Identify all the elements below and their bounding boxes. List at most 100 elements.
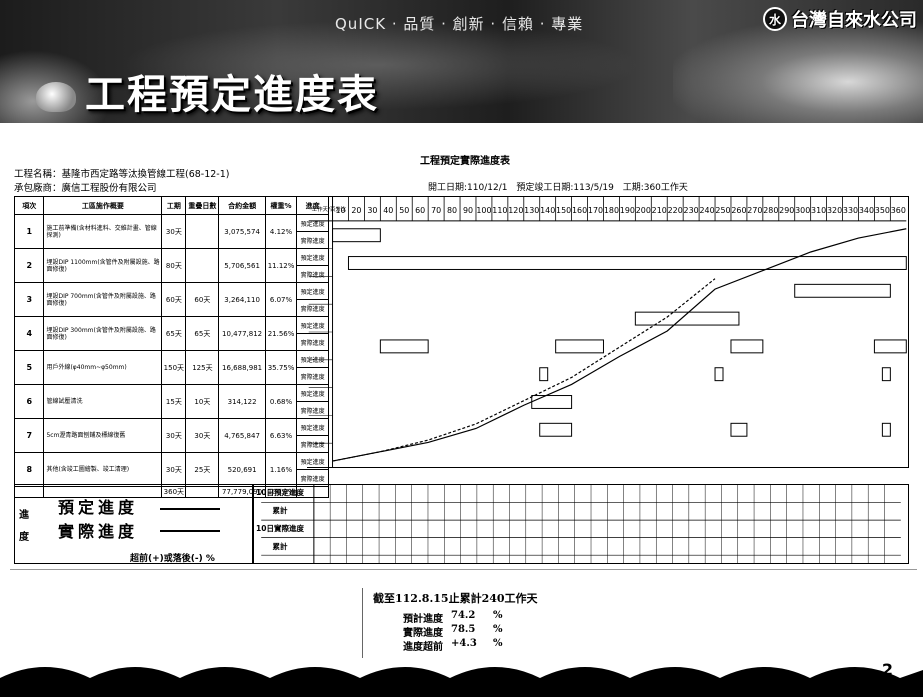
work-description: 管線試壓清洗: [43, 384, 163, 419]
col-header: 工區施作概要: [43, 196, 163, 215]
col-header: 權重%: [264, 196, 298, 215]
company-name: 台灣自來水公司: [791, 10, 917, 31]
planned-bar: [634, 311, 740, 326]
timeline-tick-label: 90: [463, 206, 473, 215]
planned-end-date: 預定竣工日期:113/5/19: [516, 183, 614, 193]
progress-value-grid: [253, 484, 909, 564]
planned-progress-label: 預定進度: [296, 248, 329, 266]
total-weight: 100.0%: [264, 486, 298, 498]
project-name: 工程名稱：基隆市西定路等汰換管線工程(68-12-1): [14, 169, 230, 180]
duration-cell: 60天: [161, 282, 187, 317]
work-description: 5cm瀝青路面刨鋪及標線復舊: [43, 418, 163, 453]
legend-planned-line: [160, 508, 220, 510]
planned-bar: [539, 422, 573, 437]
timeline-tick-label: 110: [492, 206, 507, 215]
table-row: 實際進度: [15, 401, 329, 419]
timeline-tick-label: 40: [383, 206, 393, 215]
amount-cell: 5,706,561: [218, 248, 266, 283]
weight-cell: 0.68%: [264, 384, 298, 419]
item-number: 5: [13, 350, 45, 385]
duration-cell: 65天: [161, 316, 187, 351]
planned-bar: [873, 339, 907, 354]
planned-bar: [539, 367, 549, 382]
duration-cell: 30天: [161, 452, 187, 487]
item-number: 4: [13, 316, 45, 351]
timeline-tick-label: 120: [508, 206, 523, 215]
timeline-tick-label: 100: [476, 206, 491, 215]
timeline-tick-label: 260: [731, 206, 746, 215]
legend-planned: 預定進度: [58, 498, 139, 517]
weight-cell: 11.12%: [264, 248, 298, 283]
actual-label: 實際進度: [403, 628, 443, 639]
total-cell: [185, 486, 220, 498]
progress-side-label: 進度: [19, 510, 29, 543]
work-description: 埋設DIP 1100mm(含管件及附屬設施、路面修復): [43, 248, 163, 283]
item-number: 7: [13, 418, 45, 453]
progress-summary: 截至112.8.15止累計240工作天 預計進度 74.2 % 實際進度 78.…: [362, 588, 572, 658]
planned-s-curve: [332, 228, 907, 462]
start-date: 開工日期:110/12/1: [428, 183, 508, 193]
timeline-tick-label: 30: [367, 206, 377, 215]
pct-sign: %: [493, 610, 503, 621]
weight-cell: 4.12%: [264, 214, 298, 249]
timeline-tick-label: 360: [891, 206, 906, 215]
footer-wave-graphic: [0, 667, 923, 697]
timeline-tick-label: 290: [779, 206, 794, 215]
progress-legend-block: 進度: [14, 484, 253, 564]
planned-bar: [794, 283, 891, 298]
work-description: 埋設DIP 300mm(含管件及附屬設施、路面修復): [43, 316, 163, 351]
planned-bar: [714, 367, 724, 382]
total-cell: [296, 486, 329, 498]
work-description: 埋設DIP 700mm(含管件及附屬設施、路面修復): [43, 282, 163, 317]
planned-bar: [881, 422, 891, 437]
work-description: 用戶外線(φ40mm~φ50mm): [43, 350, 163, 385]
legend-actual-line: [160, 530, 220, 532]
water-drop-icon: [36, 82, 76, 112]
timeline-tick-label: 270: [747, 206, 762, 215]
planned-bar: [730, 422, 748, 437]
overlap-cell: [185, 214, 220, 249]
row-label-cum2: 累計: [272, 542, 288, 551]
timeline-tick-label: 240: [699, 206, 714, 215]
row-label-plan10: 10日預定進度: [256, 488, 304, 497]
timeline-header-label: 工作天/百分比: [312, 205, 347, 213]
planned-bar: [332, 228, 381, 243]
timeline-tick-label: 230: [684, 206, 699, 215]
planned-bar: [379, 339, 429, 354]
actual-value: 78.5: [451, 624, 476, 635]
col-header: 合約金額: [218, 196, 266, 215]
schedule-dates: 開工日期:110/12/1 預定竣工日期:113/5/19 工期:360工作天: [428, 180, 688, 193]
weight-cell: 21.56%: [264, 316, 298, 351]
overlap-cell: [185, 248, 220, 283]
timeline-tick-label: 20: [351, 206, 361, 215]
planned-bar: [730, 339, 764, 354]
amount-cell: 520,691: [218, 452, 266, 487]
timeline-tick-label: 340: [859, 206, 874, 215]
timeline-tick-label: 330: [843, 206, 858, 215]
ahead-behind-label: 超前(+)或落後(-) %: [130, 554, 215, 564]
timeline-tick-label: 350: [875, 206, 890, 215]
duration-cell: 30天: [161, 418, 187, 453]
page-title: 工程預定進度表: [85, 72, 379, 118]
duration-cell: 80天: [161, 248, 187, 283]
duration-cell: 30天: [161, 214, 187, 249]
timeline-tick-label: 130: [524, 206, 539, 215]
actual-progress-label: 實際進度: [296, 367, 329, 385]
table-row: 實際進度: [15, 367, 329, 385]
weight-cell: 35.75%: [264, 350, 298, 385]
timeline-tick-label: 150: [556, 206, 571, 215]
timeline-tick-label: 180: [604, 206, 619, 215]
actual-s-curve: [332, 278, 716, 462]
item-number: 6: [13, 384, 45, 419]
timeline-tick-label: 60: [415, 206, 425, 215]
pct-sign: %: [493, 624, 503, 635]
weight-cell: 6.07%: [264, 282, 298, 317]
